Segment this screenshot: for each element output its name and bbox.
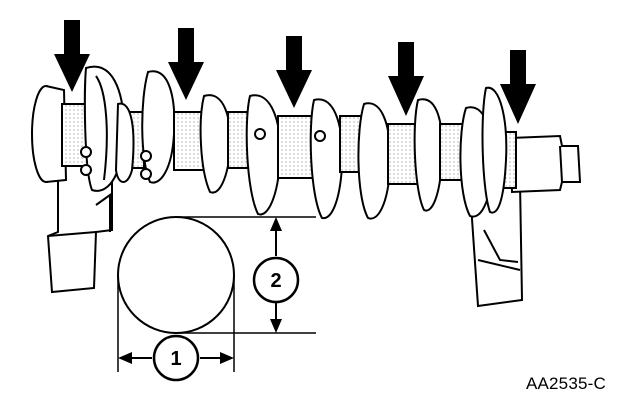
right-support-block [468,180,524,308]
dimension-2 [270,217,282,333]
counterweight-1 [83,65,126,192]
main-journal-3 [277,115,317,179]
journal-arrow-4 [388,42,424,116]
journal-arrow-1 [54,20,90,92]
journal-cross-section [117,216,235,334]
callout-2-label: 2 [270,270,281,292]
crankshaft-snout [508,134,582,194]
figure-reference-code: AA2535-C [525,374,606,393]
callout-1: 1 [152,334,200,382]
crankshaft [31,65,582,220]
callout-1-circle [152,334,200,382]
journal-arrow-2 [168,28,204,100]
journal-arrow-5 [500,50,536,124]
journal-arrows [54,20,536,124]
measurement-detail [117,216,316,372]
counterweight-2 [141,70,176,184]
counterweight-5 [413,98,444,212]
counterweight-4 [309,98,344,220]
callout-2: 2 [252,256,300,304]
left-support-block [46,159,113,294]
counterweight-3 [199,94,232,194]
journal-arrow-3 [276,36,312,108]
callout-2-circle [252,256,300,304]
dimension-1 [118,352,234,364]
callout-1-label: 1 [170,348,181,370]
